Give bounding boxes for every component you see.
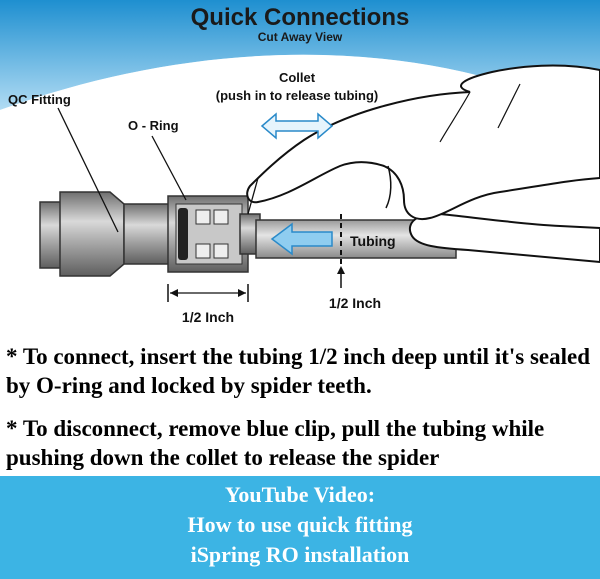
banner-line-youtube[interactable]: YouTube Video:: [224, 482, 376, 507]
banner-line-ispring[interactable]: iSpring RO installation: [190, 542, 410, 567]
insert-arrow: [270, 222, 333, 256]
tubing-label: Tubing: [350, 233, 396, 249]
tubing-depth-label: 1/2 Inch: [329, 295, 381, 311]
background-swoosh: [0, 0, 600, 120]
banner-line-how-to[interactable]: How to use quick fitting: [187, 512, 413, 537]
youtube-banner[interactable]: [0, 476, 600, 579]
disconnect-instruction: * To disconnect, remove blue clip, pull …: [6, 416, 545, 470]
fitting-depth-label: 1/2 Inch: [182, 309, 234, 325]
page-title: Quick Connections: [190, 4, 410, 31]
collet-arrow: [260, 112, 334, 140]
connect-instruction: * To connect, insert the tubing 1/2 inch…: [6, 344, 591, 398]
collet-sublabel: (push in to release tubing): [216, 88, 379, 103]
qc-fitting-label: QC Fitting: [8, 92, 71, 107]
qc-fitting: [39, 191, 261, 277]
hand-illustration: [246, 64, 600, 264]
o-ring-shape: [178, 208, 188, 260]
collet-label: Collet: [279, 70, 316, 85]
o-ring-label: O - Ring: [128, 118, 179, 133]
page-subtitle: Cut Away View: [257, 30, 343, 44]
